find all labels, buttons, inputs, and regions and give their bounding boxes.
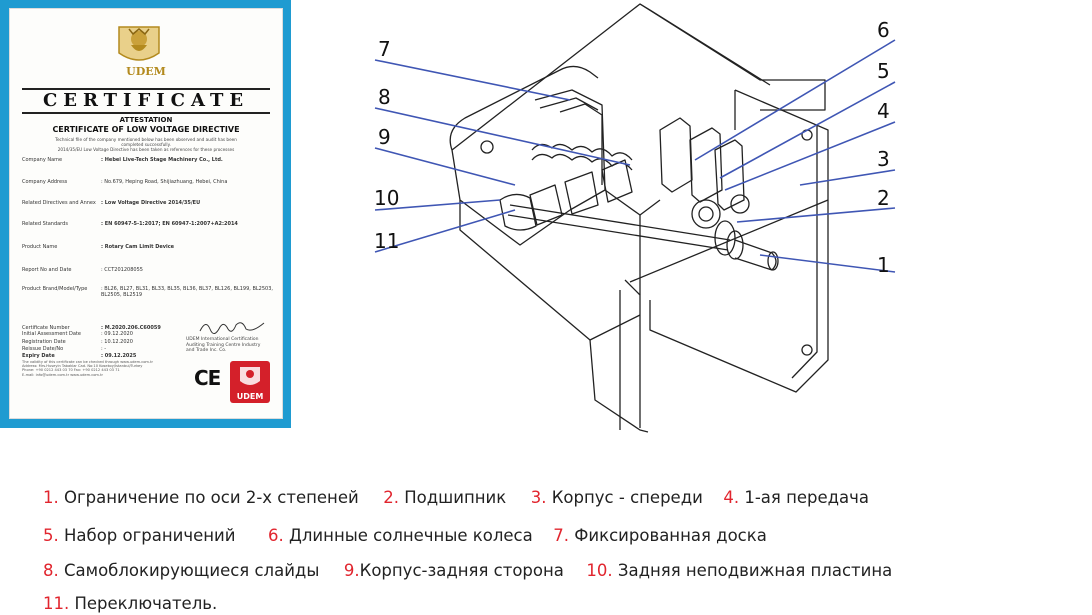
- front-housing-outline: [649, 89, 829, 393]
- legend-text-3: Корпус - спереди: [546, 488, 703, 507]
- certificate-title: CERTIFICATE: [22, 88, 270, 114]
- callout-5: 5: [877, 59, 890, 83]
- legend-text-5: Набор ограничений: [58, 526, 236, 545]
- callout-10: 10: [374, 186, 399, 210]
- legend-text-1: Ограничение по оси 2-х степеней: [58, 488, 359, 507]
- callout-line-11: [374, 209, 516, 253]
- legend-line-4: 11. Переключатель.: [43, 594, 217, 613]
- lion-badge-icon: [240, 367, 260, 385]
- legend-line-2: 5. Набор ограничений 6. Длинные солнечны…: [43, 526, 767, 545]
- certificate-intro-2: completed successfully.: [121, 142, 171, 147]
- legend-line-1: 1. Ограничение по оси 2-х степеней 2. По…: [43, 488, 869, 507]
- callout-line-3: [799, 169, 896, 186]
- cam-stack: [529, 184, 563, 226]
- legend-number-3: 3.: [530, 488, 547, 507]
- legend-number-5: 5.: [43, 526, 59, 545]
- legend-text-2: Подшипник: [398, 488, 507, 507]
- certificate-subtitle: CERTIFICATE OF LOW VOLTAGE DIRECTIVE: [52, 125, 240, 134]
- legend-text-4: 1-ая передача: [739, 488, 870, 507]
- callout-3: 3: [877, 147, 890, 171]
- legend-line-3: 8. Самоблокирующиеся слайды 9.Корпус-зад…: [43, 561, 892, 580]
- certificate-intro-1: Technical file of the company mentioned …: [55, 137, 237, 142]
- callout-6: 6: [877, 18, 890, 42]
- callout-line-10: [374, 199, 501, 211]
- legend-text-7: Фиксированная доска: [568, 526, 767, 545]
- callout-11: 11: [374, 229, 399, 253]
- legend-text-11: Переключатель.: [69, 594, 218, 613]
- legend-number-8: 8.: [43, 561, 59, 580]
- legend-number-4: 4.: [723, 488, 740, 507]
- legend-text-6: Длинные солнечные колеса: [283, 526, 533, 545]
- legend-number-7: 7.: [553, 526, 569, 545]
- bearing: [726, 230, 744, 260]
- callout-7: 7: [378, 37, 391, 61]
- callout-line-7: [374, 59, 571, 101]
- callout-8: 8: [378, 85, 391, 109]
- callout-1: 1: [877, 253, 890, 277]
- certificate-intro-3: 2014/35/EU Low Voltage Directive has bee…: [57, 147, 235, 152]
- legend-number-1: 1.: [43, 488, 59, 507]
- legend-text-9: Корпус-задняя сторона: [359, 561, 564, 580]
- udem-lion-logo: [118, 26, 160, 61]
- issuer-block: UDEM International Certification Auditin…: [186, 337, 261, 353]
- legend-text-8: Самоблокирующиеся слайды: [58, 561, 320, 580]
- udem-logo-text: UDEM: [126, 65, 166, 78]
- signature: [199, 322, 265, 334]
- legend-text-10: Задняя неподвижная пластина: [612, 561, 893, 580]
- gear-set: [659, 117, 750, 229]
- legend-number-2: 2.: [383, 488, 399, 507]
- callout-line-1: [759, 254, 896, 273]
- callout-line-5: [719, 81, 896, 179]
- callout-line-6: [694, 39, 896, 161]
- callout-2: 2: [877, 186, 890, 210]
- rear-plate-outline: [449, 65, 599, 151]
- housing-top-outline: [451, 3, 826, 151]
- certificate-image: UDEM CERTIFICATE ATTESTATION CERTIFICATE…: [0, 0, 291, 428]
- callout-9: 9: [378, 125, 391, 149]
- callout-line-9: [374, 147, 516, 186]
- ce-mark: CE: [194, 366, 221, 390]
- certificate-fine-print: The validity of this certificate can be …: [22, 360, 153, 377]
- legend-number-10: 10.: [586, 561, 613, 580]
- callout-lines: [374, 39, 896, 273]
- udem-red-badge: UDEM: [230, 361, 270, 403]
- callout-4: 4: [877, 99, 890, 123]
- legend-number-9: 9.: [343, 561, 360, 580]
- callout-line-4: [724, 121, 896, 191]
- callout-line-2: [736, 207, 896, 223]
- certificate-paper: UDEM CERTIFICATE ATTESTATION CERTIFICATE…: [9, 8, 283, 419]
- certificate-attestation: ATTESTATION: [119, 116, 173, 124]
- rotary-limit-switch-diagram: 1 2 3 4 5 6 7 8 9 10 11: [374, 3, 896, 433]
- callout-line-8: [374, 107, 631, 166]
- legend-number-11: 11.: [43, 594, 70, 613]
- legend-number-6: 6.: [268, 526, 284, 545]
